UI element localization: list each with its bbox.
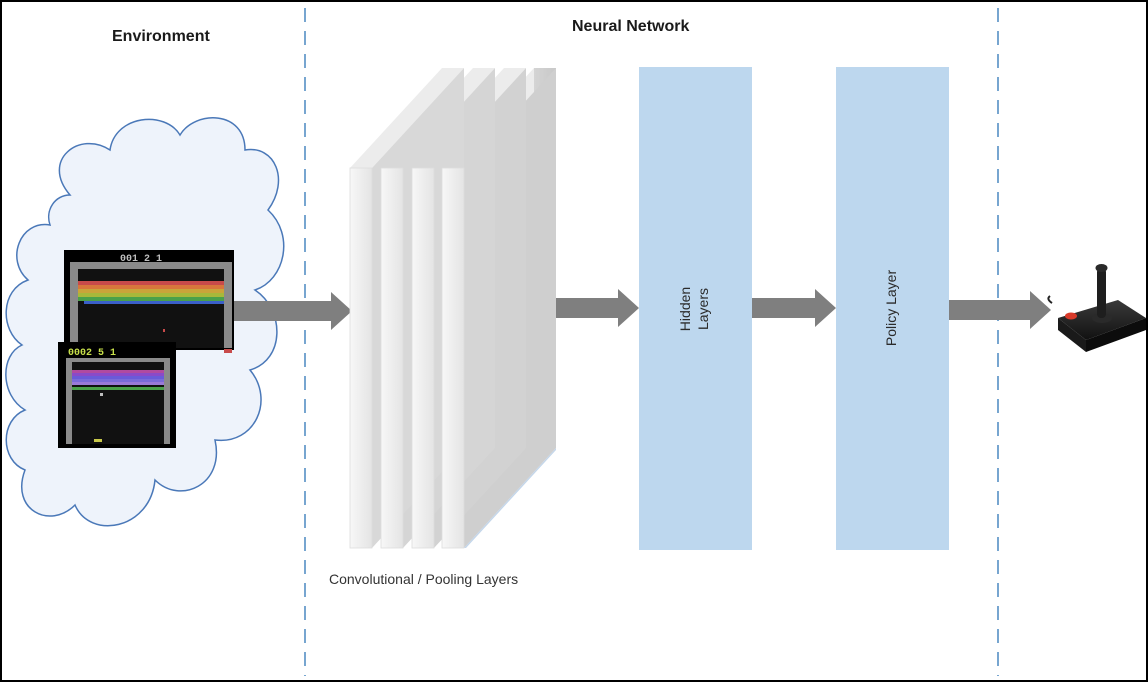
conv-layer-2	[380, 167, 404, 549]
policy-layer-label: Policy Layer	[883, 269, 899, 347]
front-score: 0002 5 1	[68, 348, 116, 359]
hidden-label-line2: Layers	[695, 287, 711, 331]
conv-layer-3	[411, 167, 435, 549]
arrow-to-policy	[752, 289, 836, 327]
conv-caption: Convolutional / Pooling Layers	[329, 571, 519, 587]
policy-layer-box	[836, 67, 949, 550]
arrow-to-hidden	[556, 289, 639, 327]
game-screen-back	[64, 250, 234, 353]
arrow-to-conv	[234, 292, 352, 330]
game-screen-front	[58, 342, 176, 448]
hidden-layers-label: Hidden Layers	[676, 249, 716, 369]
hidden-label-line1: Hidden	[677, 286, 693, 332]
back-score: 001 2 1	[120, 254, 162, 265]
conv-layer-4	[441, 167, 465, 549]
hidden-layers-box	[639, 67, 752, 550]
conv-pooling-stack	[349, 68, 556, 549]
arrow-to-joystick	[949, 291, 1051, 329]
conv-layer-1	[349, 167, 373, 549]
environment-title: Environment	[112, 28, 210, 45]
network-title: Neural Network	[572, 18, 690, 35]
joystick-icon	[1047, 264, 1146, 352]
